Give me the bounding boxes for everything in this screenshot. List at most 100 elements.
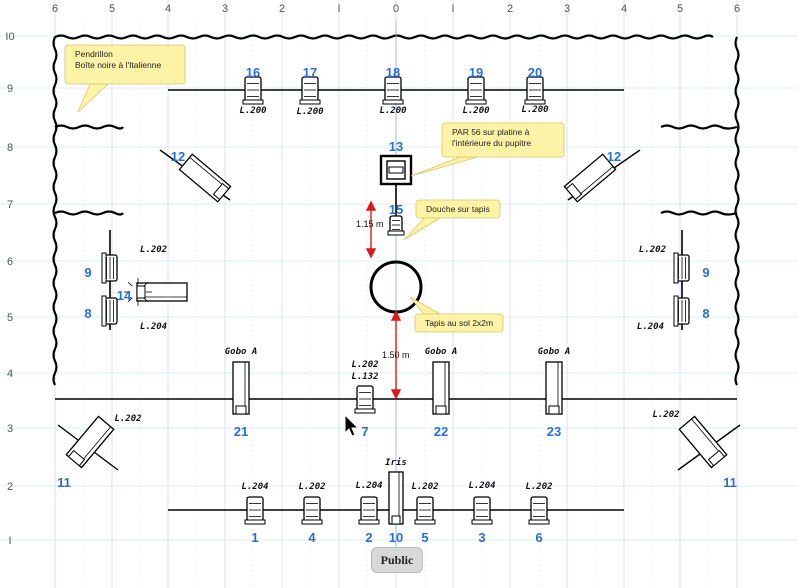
fixture-12[interactable]: 12 (159, 149, 232, 203)
fixture-number: 21 (234, 424, 248, 439)
fixture-filter: L.204 (637, 322, 664, 332)
fixture-filter: L.204 (355, 481, 382, 491)
ruler-top-label: 3 (222, 3, 228, 15)
fixture-8[interactable]: 8L.204 (84, 295, 167, 332)
callout-text: Douche sur tapis (426, 204, 490, 214)
fixture-filter: L.202 (140, 245, 167, 255)
fixture-6[interactable]: 6L.202 (525, 482, 552, 545)
fixture-number: 8 (84, 306, 91, 321)
fixture-number: 17 (303, 65, 317, 80)
fixture-number: 20 (528, 65, 542, 80)
fixture-filter: L.202 (411, 482, 438, 492)
fixture-3[interactable]: 3L.204 (468, 481, 495, 545)
callout-douche: Douche sur tapis (403, 199, 501, 241)
callout-text: Boîte noire à l'Italienne (75, 60, 161, 70)
ruler-top-label: 0 (393, 3, 399, 15)
fixture-2[interactable]: 2 L.204 (355, 481, 382, 545)
fixture-number: 15 (389, 202, 403, 217)
fixture-5[interactable]: 5L.202 (411, 482, 438, 545)
ruler-left-label: 7 (7, 199, 13, 211)
fixture-number: 4 (308, 530, 316, 545)
ruler-left-label: 6 (7, 256, 13, 268)
dim-bottom: 1.50 m (382, 350, 410, 360)
fixture-17[interactable]: 17L.200 (296, 65, 324, 117)
fixture-18[interactable]: 18L.200 (379, 65, 407, 116)
fixture-11[interactable]: 11 L.202 (57, 414, 141, 490)
fixture-number: 11 (57, 475, 71, 490)
fixture-9[interactable]: 9 L.202 (639, 245, 710, 284)
fixture-filter: L.200 (296, 107, 324, 117)
ruler-top-label: 5 (109, 3, 115, 15)
fixture-number: 2 (365, 530, 372, 545)
ruler-left-label: I0 (5, 31, 14, 43)
fixture-number: 8 (702, 306, 709, 321)
fixture-20[interactable]: 20L.200 (521, 65, 549, 115)
callout-text: l'intérieure du pupitre (452, 138, 531, 148)
fixture-10[interactable]: 10 Iris (385, 457, 407, 545)
ruler-top-label: 4 (165, 3, 171, 15)
fixture-16[interactable]: 16L.200 (239, 65, 267, 116)
fixture-number: 10 (389, 530, 403, 545)
fixture-filter: L.132 (351, 372, 378, 382)
fixture-number: 12 (607, 149, 621, 164)
fixture-number: 12 (171, 149, 185, 164)
ruler-left-label: 3 (7, 423, 13, 435)
fixture-14[interactable]: 14 (117, 278, 188, 306)
fixtures: 16L.20017L.20018L.20019L.20020L.20013151… (57, 65, 741, 545)
fixture-number: 19 (469, 65, 483, 80)
fixture-4[interactable]: 4 L.202 (298, 482, 325, 545)
fixture-filter: L.200 (239, 106, 267, 116)
fixture-filter: L.204 (140, 322, 167, 332)
callout-text: Tapis au sol 2x2m (425, 318, 493, 328)
ruler-left-label: 5 (7, 312, 13, 324)
fixture-number: 1 (251, 530, 258, 545)
fixture-number: 23 (547, 424, 561, 439)
fixture-filter: L.202 (639, 245, 666, 255)
fixture-15[interactable]: 15 (387, 202, 405, 236)
ruler-top-label: 3 (564, 3, 570, 15)
set-outline (52, 34, 740, 386)
fixture-filter: Iris (385, 457, 407, 468)
fixture-12[interactable]: 12 (563, 149, 641, 203)
callout-tapis: Tapis au sol 2x2m (409, 296, 504, 333)
fixture-filter: L.204 (241, 482, 268, 492)
fixture-number: 11 (723, 475, 737, 490)
fixture-19[interactable]: 19L.200 (462, 65, 490, 116)
par56-box (379, 154, 413, 186)
fixture-9[interactable]: 9 L.202 (84, 245, 167, 284)
fixture-number: 16 (246, 65, 260, 80)
ruler-top-label: 6 (52, 3, 58, 15)
fixture-number: 9 (84, 265, 91, 280)
fixture-11[interactable]: 11L.202 (652, 410, 741, 490)
fixture-filter: L.202 (351, 360, 378, 370)
ruler-top-label: I (451, 3, 454, 15)
ruler-left-label: 9 (7, 83, 13, 95)
fixture-8[interactable]: 8L.204 (637, 295, 710, 332)
fixture-filter: L.202 (525, 482, 552, 492)
fixture-number: 9 (702, 265, 709, 280)
ruler-top-label: 2 (507, 3, 513, 15)
callout-text: PAR 56 sur platine à (452, 127, 530, 137)
dim-top: 1.15 m (356, 219, 384, 229)
fixture-filter: L.202 (114, 414, 141, 424)
ruler-top-label: 4 (621, 3, 627, 15)
fixture-1[interactable]: 1 L.204 (241, 482, 268, 545)
fixture-number: 14 (117, 288, 132, 303)
fixture-number: 22 (434, 424, 448, 439)
ruler-left-label: 2 (7, 481, 13, 493)
public-button[interactable]: Public (371, 547, 423, 573)
fixture-filter: L.202 (298, 482, 325, 492)
fixture-number: 13 (389, 139, 403, 154)
callout-text: Pendrillon (75, 49, 113, 59)
fixture-number: 3 (478, 530, 485, 545)
fixture-13[interactable]: 13 (389, 139, 403, 154)
